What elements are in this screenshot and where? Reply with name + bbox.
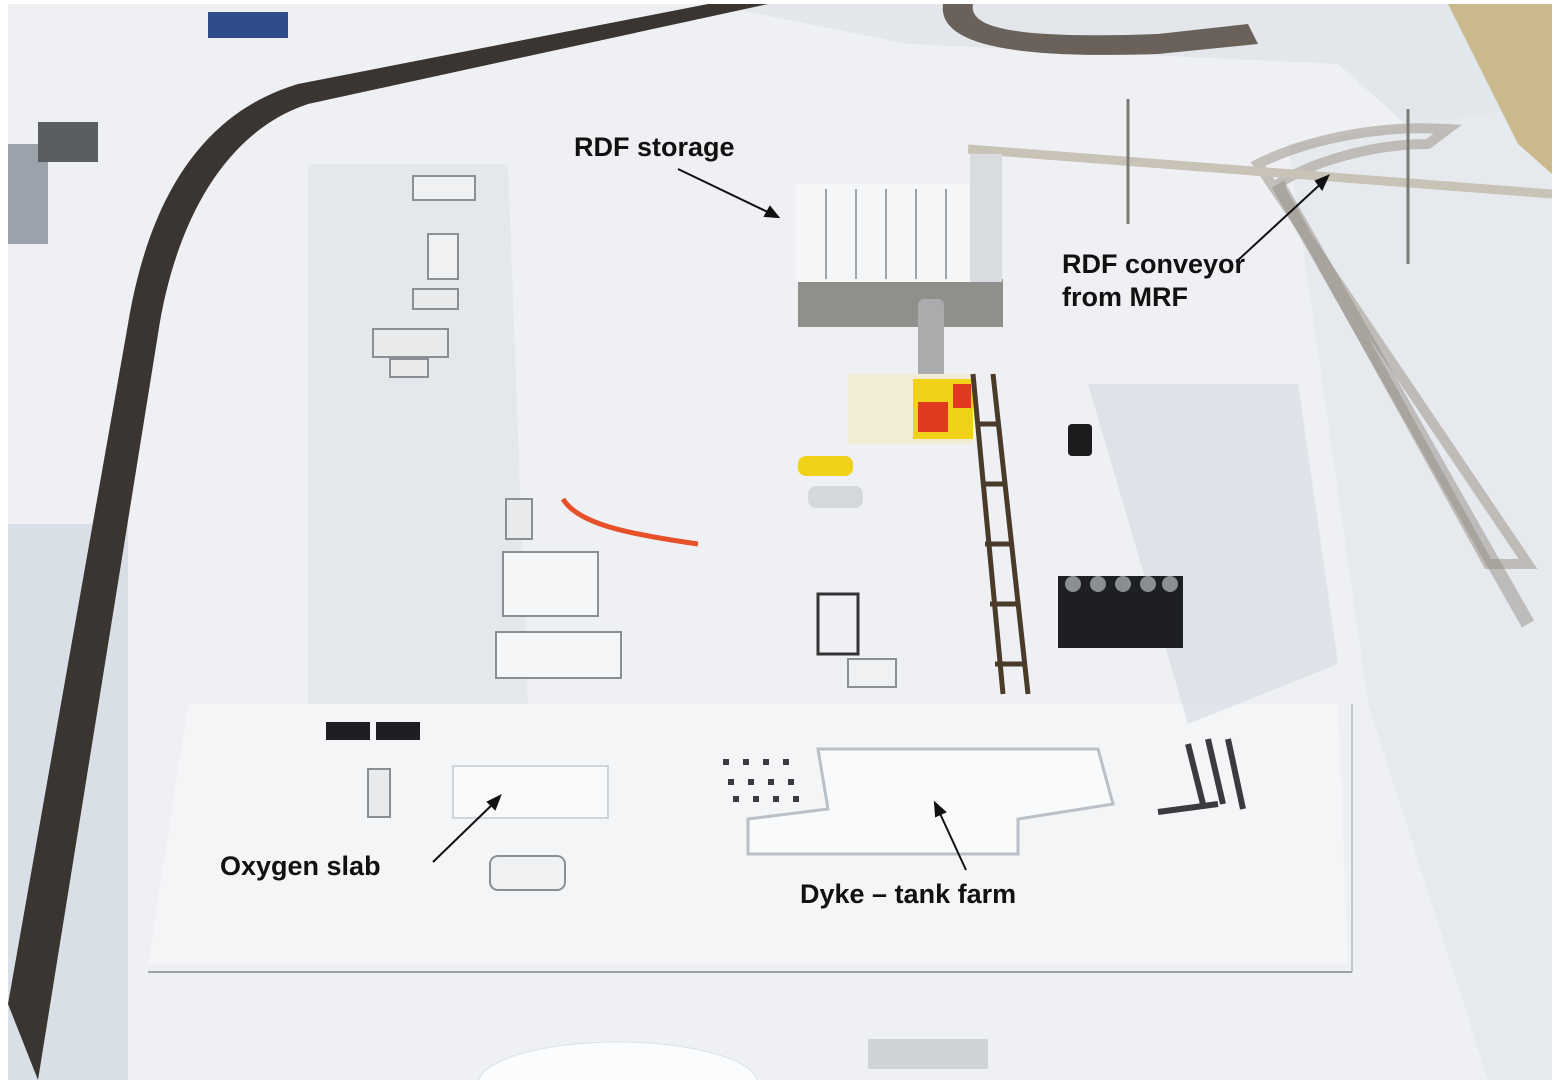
gasifier-unit [798,299,1092,508]
site-trailers [326,175,897,891]
label-rdf-storage-text: RDF storage [574,132,735,162]
aerial-photo: RDF storage RDF conveyor from MRF Oxygen… [8,4,1552,1080]
label-dyke-tank-farm: Dyke – tank farm [800,878,1016,911]
label-oxygen-slab: Oxygen slab [220,850,381,883]
dyke-area [723,747,1115,856]
rdf-conveyor [967,144,1552,199]
rdf-storage-building [796,154,1003,327]
label-rdf-conveyor: RDF conveyor from MRF [1062,248,1245,314]
label-rdf-storage: RDF storage [574,131,735,164]
site-drawing [8,4,1552,1080]
shadow-area [1088,384,1338,724]
pipe-stack [1157,738,1246,815]
label-rdf-conveyor-line1: RDF conveyor [1062,249,1246,279]
label-oxygen-slab-text: Oxygen slab [220,851,381,881]
air-cooler-bank [1058,576,1183,648]
pipe-rack [970,373,1031,695]
label-rdf-conveyor-line2: from MRF [1062,282,1188,312]
oxygen-slab-area [452,765,609,819]
label-dyke-tank-farm-text: Dyke – tank farm [800,879,1017,909]
annotation-arrows [432,168,1330,871]
safety-fence [560,497,699,547]
